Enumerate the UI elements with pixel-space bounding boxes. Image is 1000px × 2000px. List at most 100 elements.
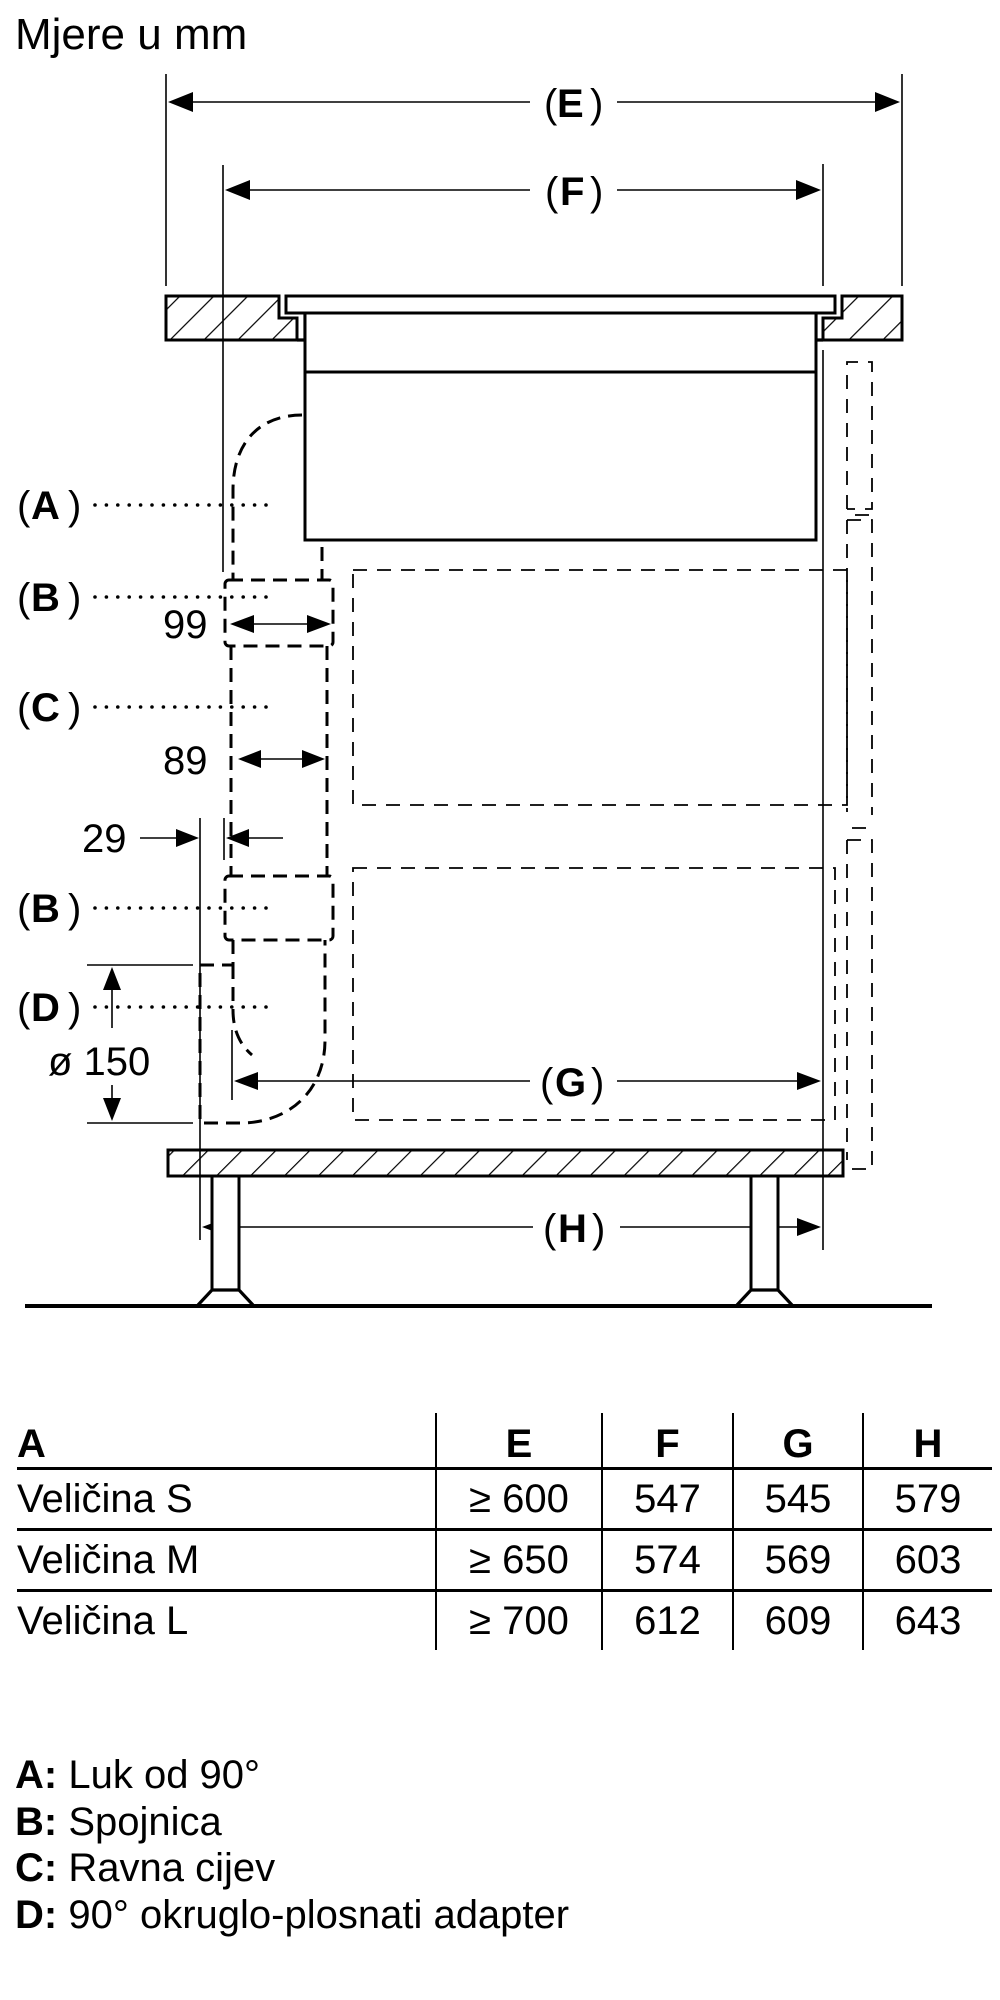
table-cell: Veličina S — [17, 1468, 436, 1531]
label-open-paren: ( — [17, 686, 31, 730]
legend-key: B: — [15, 1799, 58, 1844]
legend-text: Ravna cijev — [68, 1846, 276, 1890]
size-table: A E F G H Veličina S ≥ 600 547 545 579 V… — [17, 1413, 992, 1650]
label-close-paren: ) — [590, 170, 603, 214]
label-close-paren: ) — [68, 986, 81, 1030]
legend-item: A: Luk od 90° — [15, 1752, 569, 1799]
cooktop — [284, 294, 837, 542]
table-cell: ≥ 700 — [435, 1590, 602, 1650]
upper-drawer-outline — [352, 569, 848, 806]
legend-key: C: — [15, 1846, 58, 1890]
label-open-paren: ( — [17, 887, 31, 931]
cabinet-leg-right — [735, 1174, 794, 1307]
installation-diagram: ( E ) ( F ) — [17, 74, 932, 1308]
table-cell: Veličina L — [17, 1599, 189, 1643]
arrowhead-g-right — [797, 1072, 821, 1090]
measurement-adapter-diameter: ø 150 — [48, 964, 193, 1124]
side-panel-middle — [846, 514, 873, 815]
duct-bend-a — [231, 413, 303, 580]
table-cell: 643 — [862, 1590, 992, 1650]
lower-drawer-outline — [352, 867, 836, 1121]
worktop — [164, 294, 904, 342]
table-header-row: A E F G H — [17, 1413, 992, 1470]
arrowhead-99-right — [307, 615, 331, 633]
side-panel-upper — [846, 361, 873, 510]
arrowhead-h-right — [797, 1218, 821, 1236]
table-header-cell: E — [435, 1413, 602, 1470]
arrowhead-f-left — [225, 180, 250, 200]
legend-item: D: 90° okruglo-plosnati adapter — [15, 1892, 569, 1939]
units-title: Mjere u mm — [15, 10, 248, 59]
label-b: B — [31, 576, 60, 620]
legend-key: D: — [15, 1892, 58, 1937]
dimension-f: ( F ) — [222, 164, 824, 572]
arrowhead-99-left — [230, 615, 254, 633]
duct-connector-b-lower — [223, 874, 335, 942]
table-cell: 579 — [862, 1468, 992, 1531]
table-header-cell: G — [732, 1413, 863, 1470]
table-cell: ≥ 650 — [435, 1529, 602, 1592]
arrowhead-29-left — [176, 829, 199, 847]
table-header-cell: A — [17, 1413, 436, 1470]
part-label-d: ( D ) — [17, 986, 277, 1030]
legend-key: A: — [15, 1753, 58, 1797]
dimension-g: ( G ) — [231, 1030, 821, 1105]
ducting — [198, 413, 335, 1125]
label-g: G — [555, 1061, 586, 1105]
value-99: 99 — [163, 603, 208, 647]
legend-text: Spojnica — [68, 1799, 222, 1844]
cooktop-glass — [284, 294, 837, 315]
duct-straight-pipe-c — [229, 646, 329, 876]
duct-adapter-d-inner — [231, 965, 253, 1057]
label-open-paren: ( — [545, 170, 559, 214]
side-panel-outline — [846, 361, 873, 1170]
label-b: B — [31, 887, 60, 931]
table-row: Veličina S ≥ 600 547 545 579 — [17, 1468, 992, 1531]
label-close-paren: ) — [591, 1061, 604, 1105]
label-h: H — [558, 1207, 587, 1251]
worktop-left-section — [164, 294, 299, 342]
table-cell: 574 — [601, 1529, 733, 1592]
cabinet-base-shelf — [166, 1148, 845, 1178]
arrowhead-29-right — [226, 829, 249, 847]
cooktop-lower-body — [303, 370, 818, 542]
value-29: 29 — [82, 817, 127, 861]
label-close-paren: ) — [68, 484, 81, 528]
label-open-paren: ( — [543, 1207, 557, 1251]
arrowhead-150-top — [103, 967, 121, 990]
part-label-b-lower: ( B ) — [17, 887, 277, 931]
side-panel-lower — [846, 827, 873, 1170]
arrowhead-e-right — [875, 92, 900, 112]
table-cell: ≥ 600 — [435, 1468, 602, 1531]
arrowhead-89-right — [302, 750, 325, 768]
label-d: D — [31, 986, 60, 1030]
label-close-paren: ) — [590, 82, 603, 126]
arrowhead-g-left — [234, 1072, 258, 1090]
table-header-cell: F — [601, 1413, 733, 1470]
measurement-wall-gap: 29 — [82, 817, 283, 1240]
table-row: Veličina M ≥ 650 574 569 603 — [17, 1529, 992, 1592]
legend-text: 90° okruglo-plosnati adapter — [68, 1892, 570, 1937]
value-150: ø 150 — [48, 1040, 150, 1084]
arrowhead-150-bottom — [103, 1098, 121, 1121]
label-open-paren: ( — [540, 1061, 554, 1105]
cabinet-leg-left — [196, 1174, 255, 1307]
label-open-paren: ( — [17, 576, 31, 620]
dimension-h: ( H ) — [202, 1207, 821, 1251]
label-a: A — [31, 484, 60, 528]
cooktop-upper-body — [303, 311, 818, 374]
arrowhead-e-left — [168, 92, 193, 112]
duct-adapter-d — [198, 940, 327, 1125]
label-open-paren: ( — [17, 986, 31, 1030]
table-cell: 569 — [732, 1529, 863, 1592]
label-close-paren: ) — [592, 1207, 605, 1251]
table-cell: 609 — [732, 1590, 863, 1650]
dimension-e: ( E ) — [165, 74, 903, 286]
arrowhead-89-left — [238, 750, 261, 768]
table-row: Veličina L ≥ 700 612 609 643 — [17, 1590, 992, 1650]
arrowhead-f-right — [796, 180, 821, 200]
label-e: E — [557, 82, 584, 126]
part-label-b-upper: ( B ) — [17, 576, 277, 620]
label-close-paren: ) — [68, 576, 81, 620]
table-cell: 545 — [732, 1468, 863, 1531]
